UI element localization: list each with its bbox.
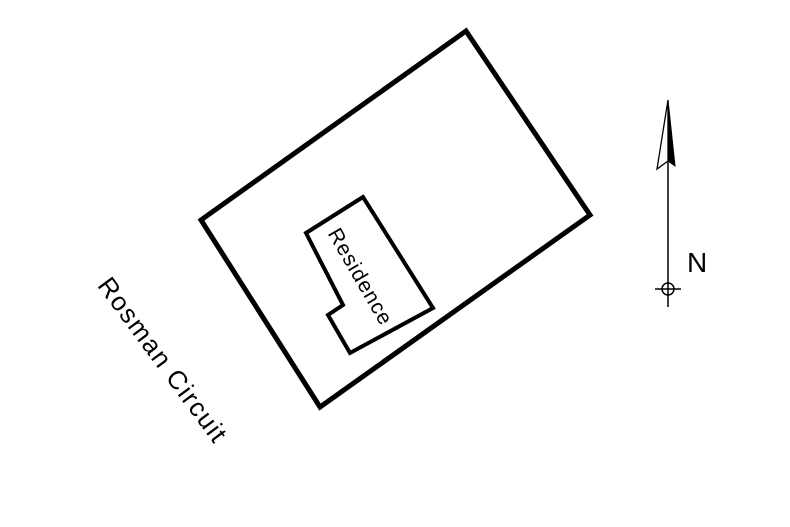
- north-arrow-head-right-icon: [667, 99, 676, 168]
- parcel-boundary: [197, 27, 594, 411]
- north-arrow-head-left-icon: [656, 99, 669, 171]
- north-arrow: N: [655, 99, 707, 307]
- north-label: N: [687, 247, 707, 278]
- residence-outline: [303, 194, 436, 356]
- street-label: Rosman Circuit: [92, 271, 234, 449]
